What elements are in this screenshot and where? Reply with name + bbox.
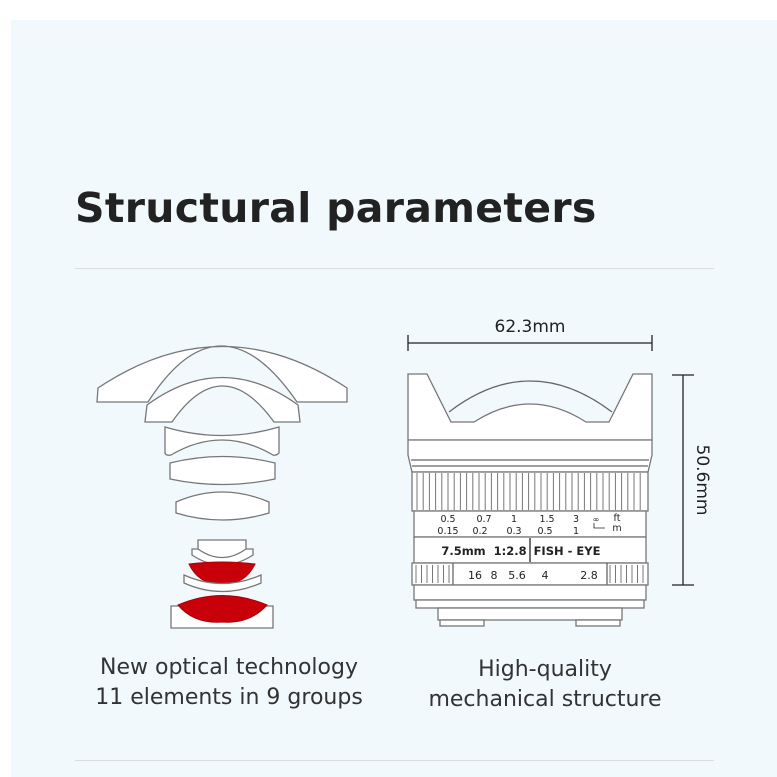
distance-m-label: 0.5: [537, 526, 552, 537]
height-dimension: 50.6mm: [672, 374, 712, 586]
optics-caption: New optical technology 11 elements in 9 …: [69, 653, 389, 713]
optical-layout-diagram: [96, 345, 348, 629]
optics-caption-line2: 11 elements in 9 groups: [95, 685, 363, 710]
height-label: 50.6mm: [692, 445, 712, 516]
aperture-label: 8: [491, 569, 498, 582]
aperture-label: 16: [468, 569, 482, 582]
mechanical-caption-line2: mechanical structure: [428, 687, 662, 712]
width-label: 62.3mm: [495, 317, 566, 337]
distance-m-label: 0.3: [506, 526, 521, 537]
lens-element-11-highlight: [177, 595, 268, 623]
distance-m-label: 0.2: [472, 526, 487, 537]
lens-element-2: [144, 376, 301, 423]
optics-caption-line1: New optical technology: [100, 655, 358, 680]
distance-ft-label: 3: [573, 514, 579, 525]
unit-ft-label: ft: [614, 513, 621, 524]
lens-hood: [407, 373, 653, 441]
aperture-ring: [411, 562, 649, 586]
focus-ring: [411, 471, 649, 512]
focal-spec-label: 7.5mm 1:2.8: [441, 544, 526, 558]
lens-element-8-highlight: [188, 561, 256, 585]
lens-element-5: [175, 491, 270, 521]
lens-element-9: [183, 573, 262, 593]
distance-ft-label: 0.5: [440, 514, 455, 525]
distance-ft-label: 1.5: [539, 514, 554, 525]
infinity-label: ∞: [593, 515, 600, 524]
distance-m-label: 0.15: [437, 526, 458, 537]
aperture-label: 4: [542, 569, 549, 582]
lens-mount: [437, 607, 623, 621]
distance-m-label: 1: [573, 526, 579, 537]
aperture-label: 2.8: [580, 569, 598, 582]
bottom-divider: [75, 760, 714, 761]
distance-ft-label: 0.7: [476, 514, 491, 525]
mechanical-caption: High-quality mechanical structure: [385, 655, 705, 715]
aperture-labels: 16 8 5.6 4 2.8: [468, 569, 598, 582]
aperture-label: 5.6: [508, 569, 526, 582]
top-divider: [75, 268, 714, 269]
lens-element-4: [169, 455, 276, 486]
distance-ft-label: 1: [511, 514, 517, 525]
fisheye-label: FISH - EYE: [534, 544, 601, 558]
lens-element-1: [96, 345, 348, 403]
width-dimension: 62.3mm: [407, 317, 653, 351]
mechanical-caption-line1: High-quality: [478, 657, 612, 682]
lens-body-drawing: 0.5 0.7 1 1.5 3 0.15 0.2 0.3 0.5 1 ∞ ft …: [407, 373, 653, 627]
distance-scale-labels: 0.5 0.7 1 1.5 3 0.15 0.2 0.3 0.5 1 ∞ ft …: [437, 513, 621, 537]
unit-m-label: m: [612, 523, 621, 534]
page-title: Structural parameters: [75, 184, 597, 232]
lens-element-3: [164, 426, 280, 456]
